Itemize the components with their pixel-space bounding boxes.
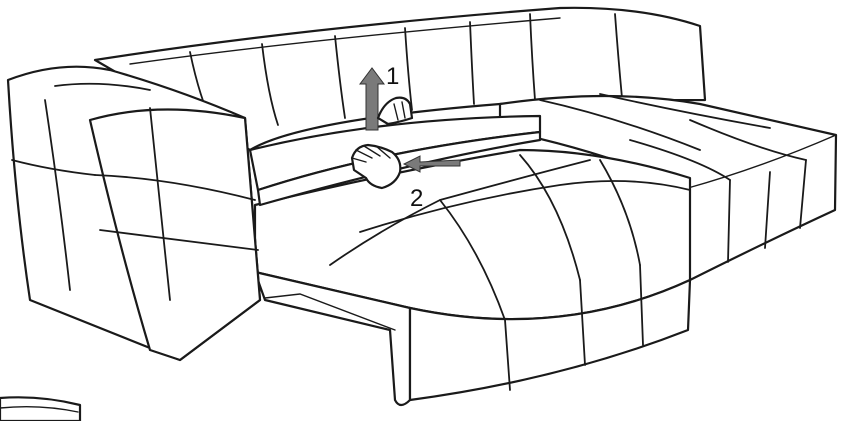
step-1-indicator: 1: [359, 63, 414, 131]
chaise-section: [498, 93, 838, 282]
sleeping-platform: [253, 148, 692, 407]
hand-icon: [350, 143, 402, 190]
partial-cushion: [0, 396, 82, 421]
left-armrest: [6, 65, 262, 362]
step-1-label: 1: [386, 63, 399, 90]
step-2-indicator: 2: [350, 143, 461, 212]
up-arrow-icon: [359, 67, 385, 131]
step-2-label: 2: [410, 185, 423, 212]
hand-icon: [376, 96, 414, 126]
left-arrow-icon: [402, 155, 461, 173]
